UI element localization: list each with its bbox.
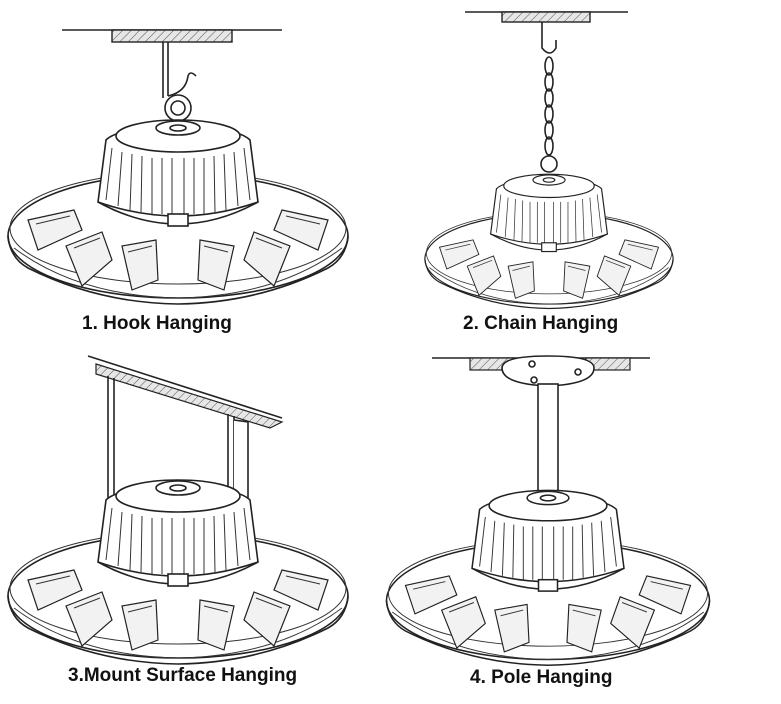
- ceiling-mount-plate: [501, 11, 591, 23]
- caption-hook-hanging: 1. Hook Hanging: [82, 313, 232, 334]
- diagram-mount-surface-hanging: [7, 355, 349, 665]
- diagram-pole-hanging: [385, 355, 711, 666]
- caption-pole-hanging: 4. Pole Hanging: [470, 667, 613, 688]
- diagram-chain-hanging: [424, 11, 674, 310]
- inclined-ceiling: [95, 363, 284, 429]
- hook-icon: [167, 72, 197, 97]
- pole-mount-flange: [501, 355, 595, 387]
- caption-chain-hanging: 2. Chain Hanging: [463, 313, 619, 334]
- ceiling-mount-plate: [111, 29, 233, 43]
- diagram-hook-hanging: [7, 29, 349, 305]
- chain-icon: [544, 56, 554, 156]
- pole: [537, 383, 559, 501]
- hook-icon: [541, 22, 557, 54]
- eye-ring: [164, 94, 192, 122]
- caption-mount-surface-hanging: 3.Mount Surface Hanging: [68, 665, 298, 686]
